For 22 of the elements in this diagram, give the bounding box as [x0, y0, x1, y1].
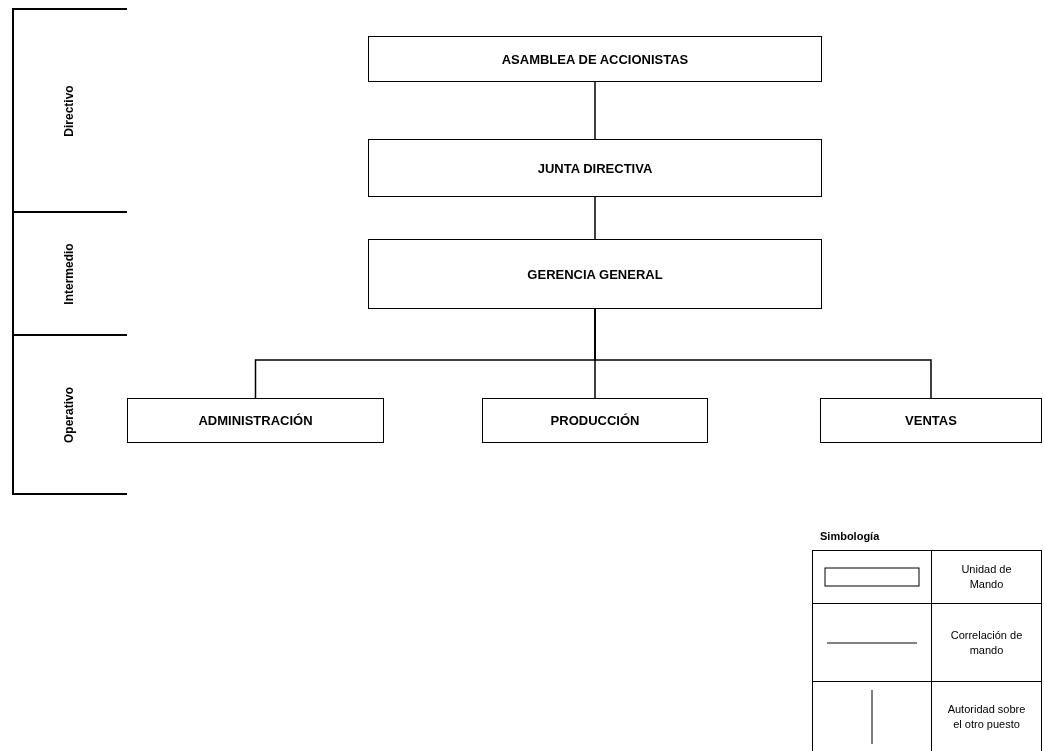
legend-text: Autoridad sobre el otro puesto: [946, 702, 1027, 732]
unit-name: ASAMBLEA DE ACCIONISTAS: [501, 51, 689, 67]
org-unit-box: [368, 139, 822, 197]
org-unit-box: [482, 398, 708, 443]
level-label: Directivo: [62, 84, 76, 137]
org-unit-box: [820, 398, 1042, 443]
org-unit-box: [368, 36, 822, 82]
connector-line: [594, 81, 596, 140]
unit-name: PRODUCCIÓN: [550, 413, 640, 428]
unit-name: VENTAS: [905, 413, 957, 428]
unit-name: ADMINISTRACIÓN: [198, 413, 313, 428]
unit-name: GERENCIA GENERAL: [527, 266, 663, 282]
org-unit-box: [368, 239, 822, 309]
legend-title: Simbología: [820, 530, 880, 542]
level-label: Intermedio: [62, 242, 76, 305]
level-label: Operativo: [62, 386, 76, 443]
legend-text: Unidad de Mando: [960, 562, 1013, 592]
connector-line: [594, 196, 596, 240]
org-unit-box: [127, 398, 384, 443]
legend-text: Correlación de mando: [949, 627, 1024, 658]
connector-line: [594, 308, 932, 399]
unit-name: JUNTA DIRECTIVA: [537, 160, 653, 176]
